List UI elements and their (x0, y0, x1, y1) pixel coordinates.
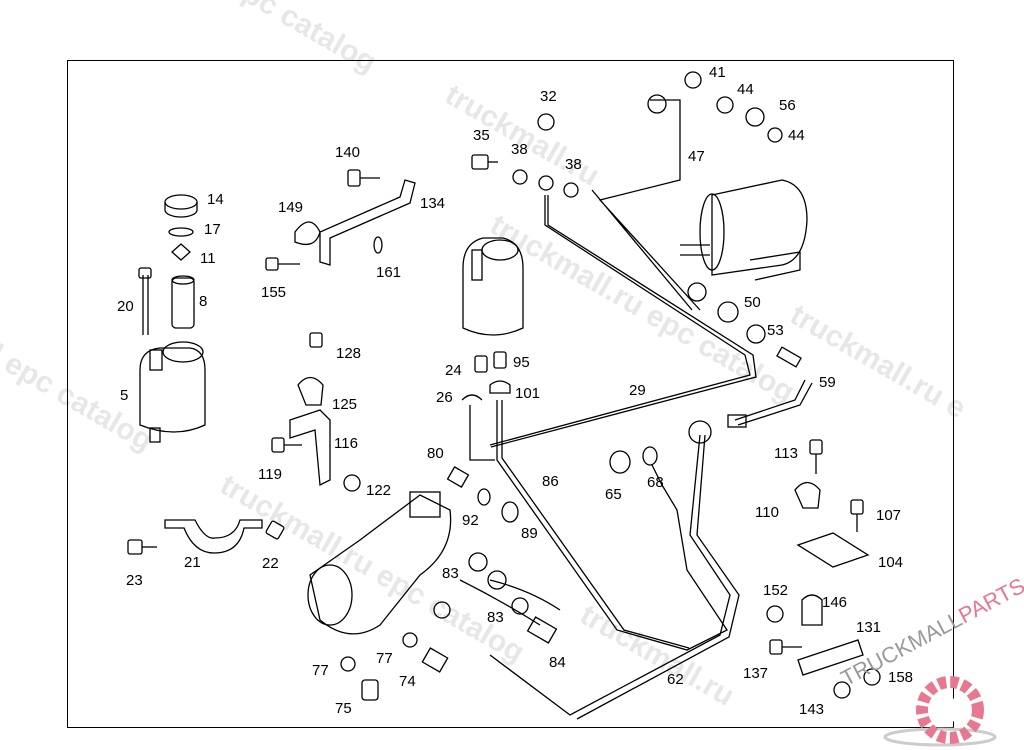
callout-152: 152 (763, 582, 789, 599)
callout-53: 53 (767, 322, 784, 339)
callout-44: 44 (737, 81, 754, 98)
callout-74: 74 (399, 673, 416, 690)
truckmallparts-logo (883, 676, 997, 747)
callout-47: 47 (688, 148, 705, 165)
callout-86: 86 (542, 473, 559, 490)
callout-62: 62 (667, 671, 684, 688)
callout-137: 137 (743, 665, 769, 682)
callout-35: 35 (473, 127, 490, 144)
callout-5: 5 (120, 387, 129, 404)
callout-140: 140 (335, 144, 361, 161)
callout-161: 161 (376, 264, 402, 281)
callout-92: 92 (462, 512, 479, 529)
callout-59: 59 (819, 374, 836, 391)
callout-38b: 38 (565, 156, 582, 173)
callout-125: 125 (332, 396, 358, 413)
callout-107: 107 (876, 507, 902, 524)
callout-146: 146 (822, 594, 848, 611)
callout-89: 89 (521, 525, 538, 542)
callout-32: 32 (540, 88, 557, 105)
callout-95: 95 (513, 354, 530, 371)
callout-83b: 83 (487, 609, 504, 626)
callout-23: 23 (126, 572, 143, 589)
callout-14: 14 (207, 191, 224, 208)
callout-41: 41 (709, 64, 726, 81)
callout-24: 24 (445, 362, 462, 379)
callout-113: 113 (774, 445, 798, 462)
callout-116: 116 (334, 435, 358, 452)
callout-119: 119 (258, 466, 282, 483)
callout-131: 131 (856, 619, 882, 636)
callout-110: 110 (755, 504, 779, 521)
callout-68: 68 (647, 474, 664, 491)
steering-gearbox (307, 491, 452, 635)
callout-8: 8 (199, 293, 208, 310)
callout-26: 26 (436, 389, 453, 406)
callout-77: 77 (312, 662, 329, 679)
callout-29: 29 (629, 382, 646, 399)
callout-134: 134 (420, 195, 446, 212)
clamp-21 (127, 519, 285, 555)
callout-17: 17 (204, 221, 221, 238)
callout-84: 84 (549, 654, 566, 671)
callout-50: 50 (744, 294, 761, 311)
callout-56: 56 (779, 97, 796, 114)
diagram-frame (67, 60, 954, 728)
callout-155: 155 (261, 284, 287, 301)
callout-75: 75 (335, 700, 352, 717)
pump-motor (680, 179, 808, 344)
callout-149: 149 (278, 199, 304, 216)
callout-80: 80 (427, 445, 444, 462)
callout-128: 128 (336, 345, 362, 362)
callout-122: 122 (366, 482, 392, 499)
bracket-116 (271, 332, 361, 492)
callout-22: 22 (262, 555, 279, 572)
bracket-134 (265, 169, 416, 271)
callout-65: 65 (605, 486, 622, 503)
callout-104: 104 (878, 554, 904, 571)
callout-20: 20 (117, 298, 134, 315)
callout-158: 158 (888, 669, 914, 686)
callout-11: 11 (200, 250, 216, 267)
callout-101: 101 (515, 385, 541, 402)
callout-83: 83 (442, 565, 459, 582)
fluid-reservoir-center (461, 237, 524, 401)
callout-38: 38 (511, 141, 528, 158)
reservoir-assembly (138, 194, 206, 443)
callout-44b: 44 (788, 127, 805, 144)
callout-143: 143 (799, 701, 825, 718)
fittings (340, 71, 881, 701)
callout-77b: 77 (376, 650, 393, 667)
callout-21: 21 (184, 554, 201, 571)
hydraulic-lines (433, 99, 813, 720)
